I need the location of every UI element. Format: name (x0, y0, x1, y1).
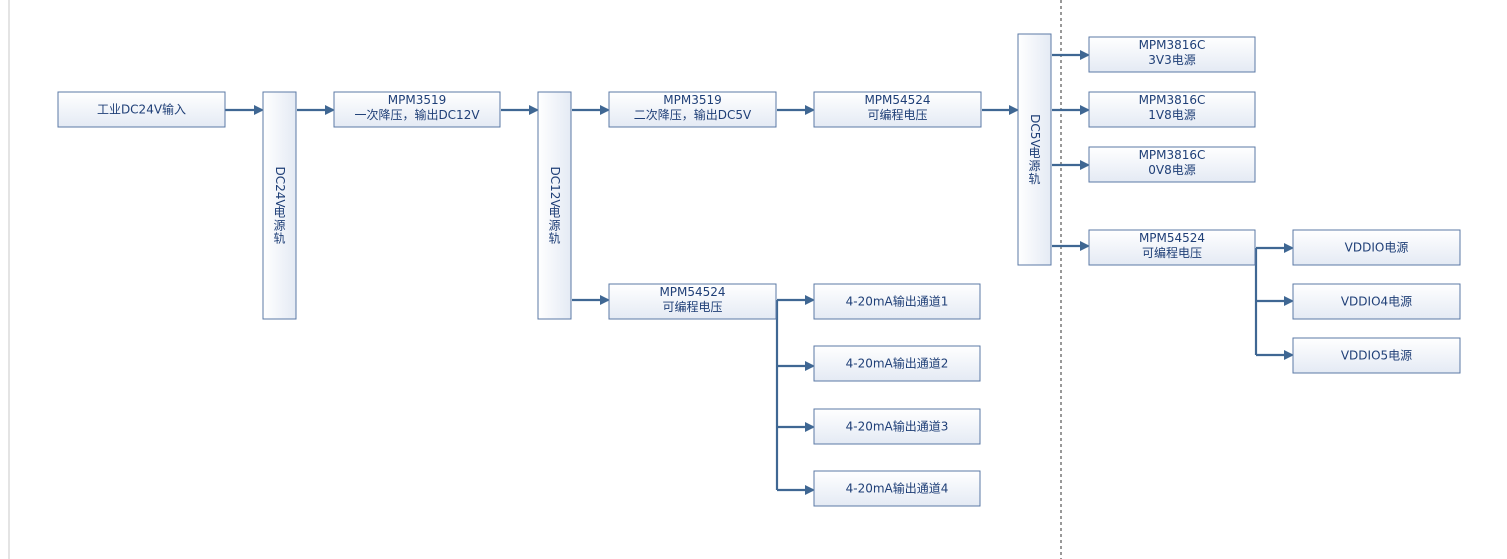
rail-label-char: 轨 (548, 232, 560, 246)
node-label: MPM3519 (388, 93, 446, 107)
node-label: VDDIO4电源 (1341, 295, 1412, 309)
rail-label-char: 源 (273, 219, 285, 233)
rail-label: DC5V (1028, 114, 1042, 148)
rail-label-char: 电 (273, 206, 285, 220)
node-label: VDDIO5电源 (1341, 349, 1412, 363)
rail-label-char: 轨 (1028, 172, 1040, 186)
node-label: 1V8电源 (1148, 108, 1195, 122)
node-label: MPM54524 (1139, 231, 1205, 245)
rail-label-char: 电 (1028, 146, 1040, 160)
node-vddio4: VDDIO4电源 (1292, 283, 1461, 320)
node-label: 可编程电压 (662, 299, 722, 314)
rail-label-char: 源 (548, 219, 560, 233)
node-vddio: VDDIO电源 (1292, 229, 1461, 266)
node-ch3: 4-20mA输出通道3 (813, 408, 981, 445)
node-label: 0V8电源 (1148, 163, 1195, 177)
rail-label-char: 源 (1028, 159, 1040, 173)
node-vddio5: VDDIO5电源 (1292, 337, 1461, 374)
node-label: 4-20mA输出通道2 (846, 356, 949, 371)
node-label: MPM3816C (1139, 93, 1206, 107)
node-label: 4-20mA输出通道4 (846, 481, 949, 496)
node-label: 4-20mA输出通道1 (846, 294, 949, 309)
node-label: 可编程电压 (1142, 245, 1202, 260)
rail-label-char: 轨 (273, 232, 285, 246)
node-label: 可编程电压 (867, 107, 927, 122)
node-label: MPM3519 (663, 93, 721, 107)
node-label: 二次降压，输出DC5V (634, 107, 752, 122)
node-ch2: 4-20mA输出通道2 (813, 345, 981, 382)
rail-label: DC24V (273, 167, 287, 209)
node-label: 一次降压，输出DC12V (354, 107, 480, 122)
rail-label: DC12V (548, 167, 562, 209)
rail-label-char: 电 (548, 206, 560, 220)
connectors (225, 50, 1294, 495)
node-label: 4-20mA输出通道3 (846, 419, 949, 434)
node-label: VDDIO电源 (1345, 241, 1409, 255)
node-label: MPM54524 (864, 93, 930, 107)
node-label: 工业DC24V输入 (97, 102, 186, 117)
node-input: 工业DC24V输入 (57, 91, 226, 128)
node-ch1: 4-20mA输出通道1 (813, 283, 981, 320)
node-label: MPM3816C (1139, 38, 1206, 52)
boxes: 工业DC24V输入MPM3519一次降压，输出DC12VMPM3519二次降压，… (57, 36, 1461, 507)
node-label: MPM3816C (1139, 148, 1206, 162)
node-label: MPM54524 (659, 285, 725, 299)
node-ch4: 4-20mA输出通道4 (813, 470, 981, 507)
node-label: 3V3电源 (1148, 53, 1195, 67)
